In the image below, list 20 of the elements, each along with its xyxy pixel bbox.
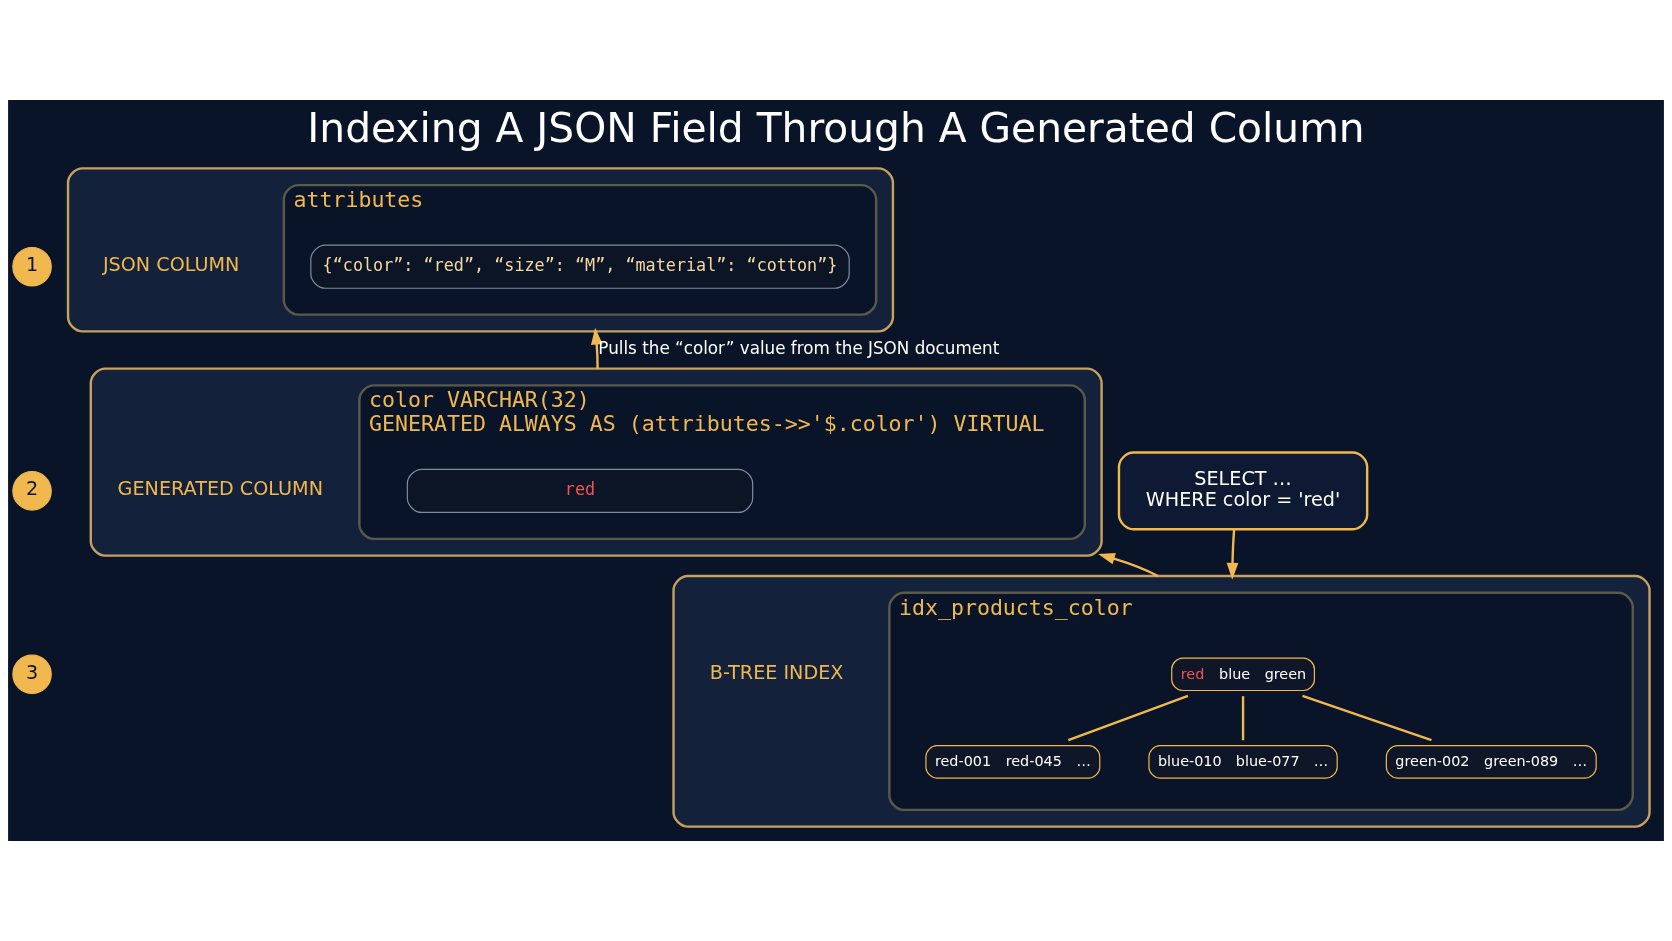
node-text: B-TREE INDEX [709,660,844,684]
cluster [89,367,1103,557]
cluster [672,574,1651,828]
node-box: red [406,468,754,514]
arrow [1226,529,1239,580]
diagram-title: Indexing A JSON Field Through A Generated Column [307,104,1365,153]
connector [1067,694,1189,742]
node-circle: 2 [12,471,52,511]
node-circle: 1 [12,246,52,287]
node-box: SELECT … WHERE color = 'red' [1117,451,1369,531]
edge-label: Pulls the “color” value from the JSON document [598,338,1000,359]
node-circle: 3 [12,654,52,695]
node-text: JSON COLUMN [102,253,240,277]
arrow [1098,553,1159,578]
connector [1302,694,1432,742]
node-box: {“color”: “red”, “size”: “M”, “material”: “cotton”} [310,244,850,289]
node-text: GENERATED COLUMN [117,477,323,501]
connector [1241,696,1245,741]
cluster [66,167,895,333]
arrow [590,327,603,369]
